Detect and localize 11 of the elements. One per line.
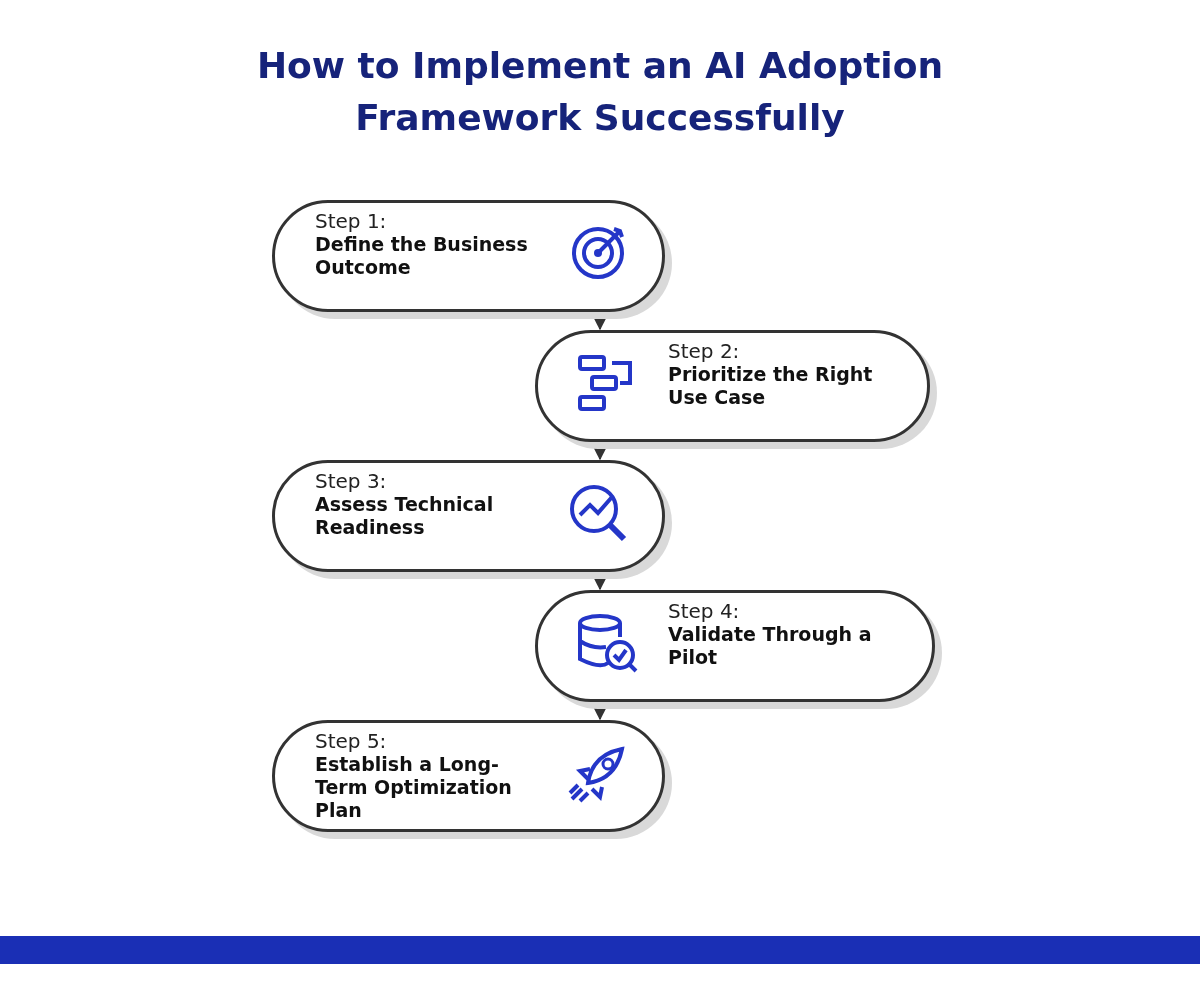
step-title: Define the Business Outcome (315, 233, 529, 279)
step-title: Validate Through a Pilot (668, 623, 873, 669)
step-title: Assess Technical Readiness (315, 493, 495, 539)
step-title: Prioritize the Right Use Case (668, 363, 874, 409)
step-title: Establish a Long-Term Optimization Plan (315, 753, 513, 822)
title: How to Implement an AI Adoption Framework Successfully (255, 44, 945, 140)
step-label: Step 3: (315, 469, 388, 493)
step-label: Step 1: (315, 209, 388, 233)
step-label: Step 4: (668, 599, 741, 623)
step-label: Step 5: (315, 729, 388, 753)
step-label: Step 2: (668, 339, 741, 363)
